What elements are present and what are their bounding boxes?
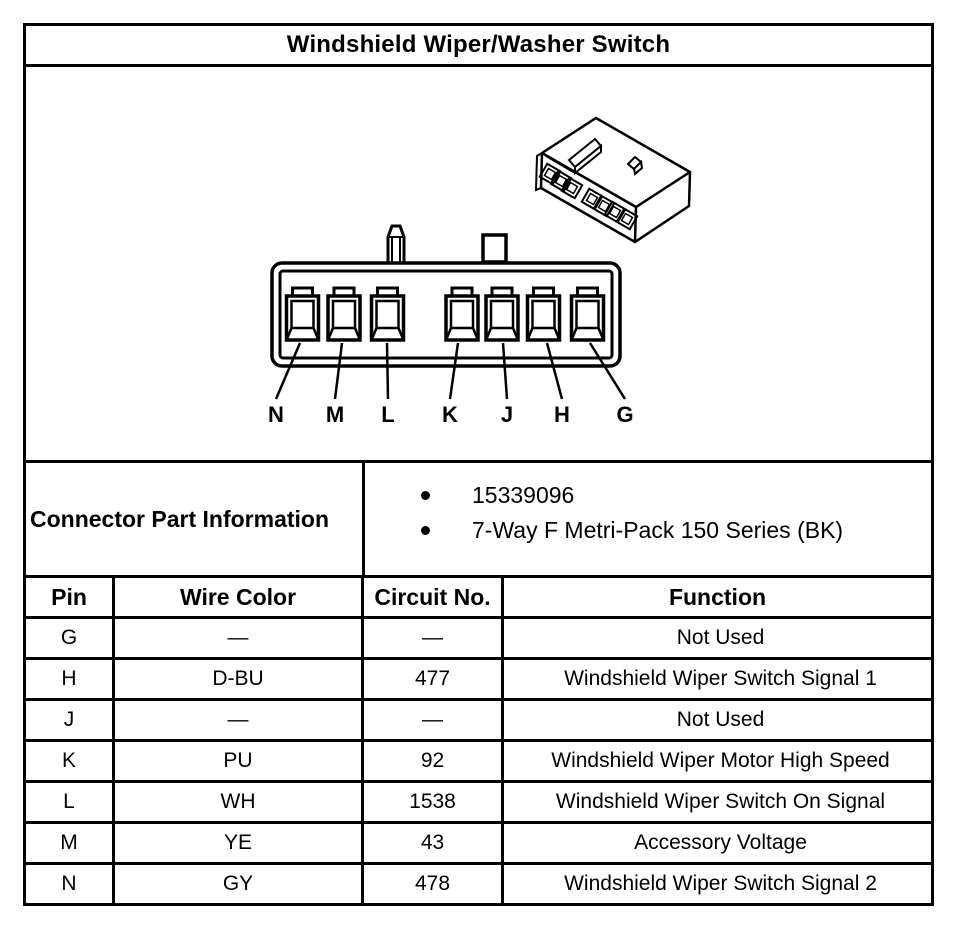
cavity-n (284, 286, 321, 342)
connector-series: 7-Way F Metri-Pack 150 Series (BK) (472, 517, 844, 543)
bullet-icon (421, 491, 430, 500)
pin-label-m: M (326, 402, 344, 427)
connector-isometric-view (534, 116, 692, 244)
cell-wire-color: PU (115, 742, 364, 780)
cell-circuit: — (364, 619, 504, 657)
pin-label-l: L (381, 402, 394, 427)
cavity-m (326, 286, 362, 342)
top-tab (481, 233, 508, 264)
cell-circuit: 478 (364, 865, 504, 903)
cell-wire-color: — (115, 619, 364, 657)
cavity-k (444, 286, 480, 342)
cell-wire-color: GY (115, 865, 364, 903)
cavity-l (369, 286, 406, 342)
cell-pin: L (26, 783, 115, 821)
part-info-values: 15339096 7-Way F Metri-Pack 150 Series (… (365, 463, 931, 575)
table-row-h: H D-BU 477 Windshield Wiper Switch Signa… (26, 660, 931, 701)
pin-table: Pin Wire Color Circuit No. Function G — … (26, 578, 931, 903)
part-info-label: Connector Part Information (26, 463, 365, 575)
pin-label-n: N (268, 402, 284, 427)
cell-function: Windshield Wiper Switch Signal 1 (564, 667, 877, 690)
pin-label-k: K (442, 402, 458, 427)
part-info-section: Connector Part Information 15339096 7-Wa… (26, 463, 931, 578)
pin-label-h: H (554, 402, 570, 427)
cell-wire-color: — (115, 701, 364, 739)
cell-function: Not Used (676, 708, 765, 731)
connector-drawing-svg: N M L K J H G (268, 116, 692, 427)
leader-lines (274, 342, 627, 400)
table-row-n: N GY 478 Windshield Wiper Switch Signal … (26, 865, 931, 903)
cell-circuit: 43 (364, 824, 504, 862)
bullet-icon (421, 526, 430, 535)
cell-pin: N (26, 865, 115, 903)
header-circuit-no: Circuit No. (364, 578, 504, 616)
connector-series-item: 7-Way F Metri-Pack 150 Series (BK) (365, 513, 931, 548)
cell-pin: M (26, 824, 115, 862)
pin-labels: N M L K J H G (268, 402, 634, 427)
table-row-g: G — — Not Used (26, 619, 931, 660)
figure-frame: Windshield Wiper/Washer Switch (23, 23, 934, 906)
part-number-item: 15339096 (365, 478, 931, 513)
page-title: Windshield Wiper/Washer Switch (26, 26, 931, 67)
table-row-k: K PU 92 Windshield Wiper Motor High Spee… (26, 742, 931, 783)
connector-diagram: N M L K J H G (26, 67, 931, 463)
cell-pin: G (26, 619, 115, 657)
cell-circuit: 1538 (364, 783, 504, 821)
header-wire-color: Wire Color (115, 578, 364, 616)
cell-pin: J (26, 701, 115, 739)
table-row-j: J — — Not Used (26, 701, 931, 742)
cell-circuit: — (364, 701, 504, 739)
iso-cavities (538, 162, 639, 231)
cavity-g (569, 286, 606, 342)
header-function: Function (668, 583, 767, 610)
connector-front-view: N M L K J H G (268, 224, 634, 427)
cell-function: Not Used (676, 626, 765, 649)
cell-circuit: 477 (364, 660, 504, 698)
table-row-m: M YE 43 Accessory Voltage (26, 824, 931, 865)
cell-pin: K (26, 742, 115, 780)
cavity-h (525, 286, 562, 342)
cell-wire-color: D-BU (115, 660, 364, 698)
cell-function: Accessory Voltage (634, 831, 807, 854)
pin-table-header-row: Pin Wire Color Circuit No. Function (26, 578, 931, 619)
pin-label-j: J (501, 402, 513, 427)
cell-circuit: 92 (364, 742, 504, 780)
part-number: 15339096 (472, 482, 575, 508)
cell-function: Windshield Wiper Switch On Signal (555, 790, 886, 813)
terminal-cavities (284, 286, 606, 342)
cell-pin: H (26, 660, 115, 698)
cell-wire-color: YE (115, 824, 364, 862)
pin-label-g: G (616, 402, 633, 427)
header-pin: Pin (26, 578, 115, 616)
connector-body-inner (278, 269, 614, 360)
table-row-l: L WH 1538 Windshield Wiper Switch On Sig… (26, 783, 931, 824)
cell-function: Windshield Wiper Switch Signal 2 (564, 872, 877, 895)
cell-wire-color: WH (115, 783, 364, 821)
cavity-j (484, 286, 520, 342)
cell-function: Windshield Wiper Motor High Speed (551, 749, 890, 772)
